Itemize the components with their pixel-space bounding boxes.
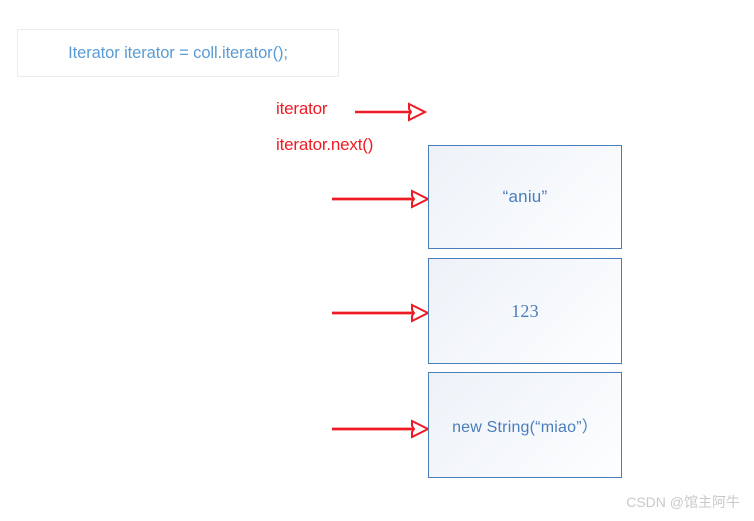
collection-element-box-1: 123 [428, 258, 622, 364]
code-statement-box: Iterator iterator = coll.iterator(); [17, 29, 339, 77]
code-statement-text: Iterator iterator = coll.iterator(); [68, 43, 288, 62]
collection-element-box-2: new String(“miao”） [428, 372, 622, 478]
annotation-label-iterator-next: iterator.next() [276, 135, 374, 154]
collection-element-box-0: “aniu” [428, 145, 622, 249]
watermark-text: CSDN @馆主阿牛 [626, 494, 740, 510]
arrow-right-icon-item-1 [332, 303, 431, 323]
arrow-right-icon-item-2 [332, 419, 431, 439]
annotation-label-iterator: iterator [276, 99, 328, 118]
collection-element-value-0: “aniu” [502, 187, 548, 206]
collection-element-value-2: new String(“miao”） [452, 419, 598, 436]
collection-element-value-1: 123 [511, 300, 539, 321]
arrow-right-icon-top [355, 102, 428, 122]
arrow-right-icon-item-0 [332, 189, 431, 209]
